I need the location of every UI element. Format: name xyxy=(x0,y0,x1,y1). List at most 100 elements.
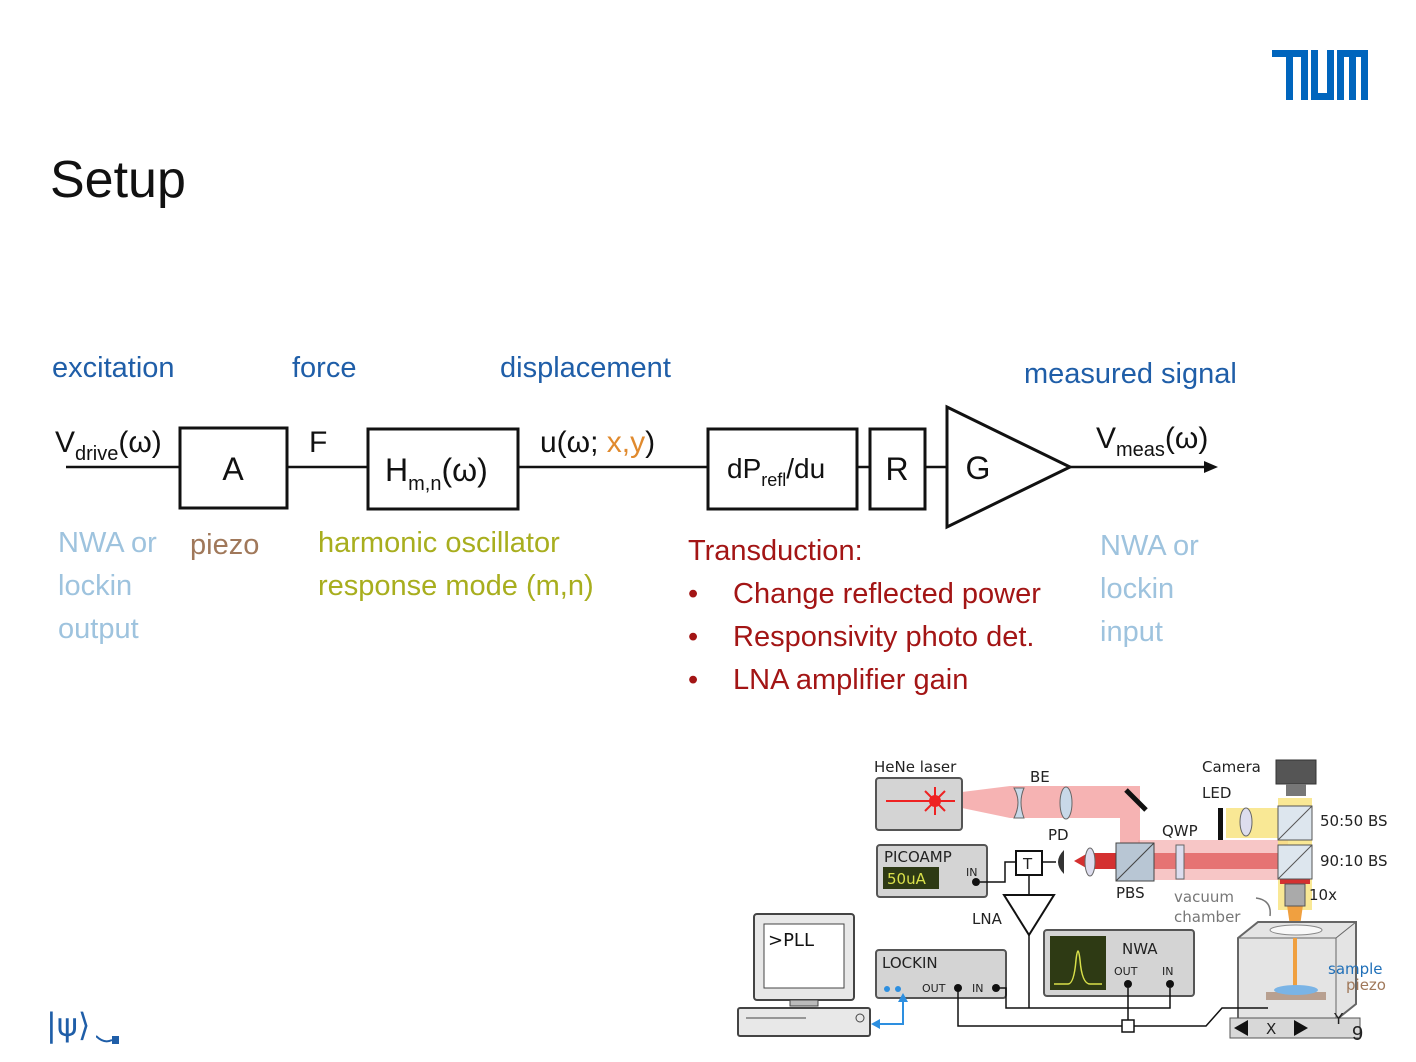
qwp-plate xyxy=(1175,844,1185,880)
picoamp-range: 50uA xyxy=(887,870,927,888)
be-lens-2 xyxy=(1059,786,1073,820)
nwa-in-port xyxy=(1166,980,1174,988)
bs-5050-diagonal xyxy=(1277,805,1313,841)
objective-label: 10x xyxy=(1309,886,1337,904)
label-force: force xyxy=(292,352,357,384)
laser-burst-center xyxy=(929,795,941,807)
nwa-label: NWA xyxy=(1122,940,1158,958)
camera-mount xyxy=(1286,784,1306,796)
tee-label: T xyxy=(1022,855,1033,873)
output-description-line: lockin xyxy=(1100,573,1175,605)
block-a-label: A xyxy=(222,451,244,487)
return-arrow xyxy=(1074,853,1088,869)
oscillator-description-line: harmonic oscillator xyxy=(318,527,560,559)
label-measured-signal: measured signal xyxy=(1024,358,1237,390)
nwa-out-port xyxy=(1124,980,1132,988)
laser-beam-wide xyxy=(962,786,1140,845)
vacuum-label-2: chamber xyxy=(1174,908,1241,926)
lockin-led-1 xyxy=(884,986,890,992)
piezo-description: piezo xyxy=(190,529,260,561)
laser-beam-pbs xyxy=(1138,840,1288,880)
bs-9010-label: 90:10 BS xyxy=(1320,852,1388,870)
transduction-item: •Change reflected power xyxy=(688,578,1041,610)
hene-label: HeNe laser xyxy=(874,758,957,776)
wire-junction xyxy=(1121,1019,1135,1033)
usb-arrow-left xyxy=(871,1019,880,1029)
mirror xyxy=(1124,788,1148,812)
qwp-label: QWP xyxy=(1162,822,1198,840)
input-description-line: output xyxy=(58,613,139,645)
led-label: LED xyxy=(1202,784,1231,802)
vacuum-label-1: vacuum xyxy=(1174,888,1234,906)
stage-arrow-right xyxy=(1294,1020,1308,1036)
tee-box xyxy=(1015,850,1043,876)
led-source xyxy=(1218,808,1223,840)
transduction-title: Transduction: xyxy=(688,535,863,567)
oscillator-description: harmonic oscillator response mode (m,n) xyxy=(318,522,594,608)
computer-screen-text: >PLL xyxy=(768,930,814,951)
usb-arrow-up xyxy=(898,993,908,1002)
force-symbol: F xyxy=(309,426,327,459)
monitor-screen xyxy=(763,923,845,989)
displacement-symbol: u(ω; x,y) xyxy=(540,426,655,459)
output-description: NWA or lockin input xyxy=(1100,525,1199,654)
block-h-box xyxy=(366,427,520,511)
lockin-in-label: IN xyxy=(972,982,983,995)
lockin-box xyxy=(875,949,1007,999)
picoamp-in-port xyxy=(972,878,980,886)
bs-9010-diagonal xyxy=(1277,844,1313,880)
label-excitation: excitation xyxy=(52,352,175,384)
pd-lens xyxy=(1084,847,1096,877)
transduction-item: •LNA amplifier gain xyxy=(688,664,969,696)
page-number: 9 xyxy=(1352,1023,1363,1045)
sample-disc xyxy=(1274,985,1318,995)
usb-link xyxy=(876,998,904,1025)
monitor-stand xyxy=(789,999,819,1007)
lna-label: LNA xyxy=(972,910,1003,928)
psi-logo: |ψ⟩ xyxy=(46,1006,91,1044)
stage-arrow-left xyxy=(1234,1020,1248,1036)
input-description-line: lockin xyxy=(58,570,133,602)
power-button xyxy=(855,1013,865,1023)
label-displacement: displacement xyxy=(500,352,671,384)
piezo-small-label: piezo xyxy=(1346,976,1386,994)
chamber-window xyxy=(1269,924,1323,936)
lockin-label: LOCKIN xyxy=(882,954,938,972)
amplifier-g-triangle xyxy=(945,404,1074,530)
block-g-label: G xyxy=(966,450,991,486)
chamber-edge-2 xyxy=(1335,921,1357,939)
transduction-item: •Responsivity photo det. xyxy=(688,621,1035,653)
picoamp-in-label: IN xyxy=(966,866,977,879)
pbs-label: PBS xyxy=(1116,884,1145,902)
stage-y-label: Y xyxy=(1333,1010,1344,1028)
be-label: BE xyxy=(1030,768,1050,786)
input-description-line: NWA or xyxy=(58,527,157,559)
slide-title: Setup xyxy=(50,151,186,209)
lna-triangle xyxy=(1002,894,1056,937)
resonance-peak-icon xyxy=(1054,950,1102,985)
input-signal-label: Vdrive(ω) xyxy=(55,426,162,465)
output-description-line: NWA or xyxy=(1100,530,1199,562)
picoamp-display xyxy=(883,867,939,889)
computer-base xyxy=(737,1007,871,1037)
transduction-list: Transduction: •Change reflected power •R… xyxy=(688,530,1041,702)
block-dp-label: dPrefl/du xyxy=(727,453,825,490)
pd-label: PD xyxy=(1048,826,1069,844)
camera-label: Camera xyxy=(1202,758,1261,776)
lockin-out-label: OUT xyxy=(922,982,946,995)
led-lens xyxy=(1239,807,1253,837)
lockin-led-2 xyxy=(895,986,901,992)
block-h-label: Hm,n(ω) xyxy=(385,452,488,495)
sample-label: sample xyxy=(1328,960,1383,978)
pbs-diagonal xyxy=(1115,842,1155,882)
computer-icon xyxy=(737,913,871,1037)
input-description: NWA or lockin output xyxy=(58,522,157,651)
bs-5050-label: 50:50 BS xyxy=(1320,812,1388,830)
photodiode xyxy=(1058,850,1064,874)
wire-in-bus xyxy=(996,987,1171,1009)
camera-body xyxy=(1275,759,1317,785)
block-r-label: R xyxy=(885,451,908,487)
be-lens-1 xyxy=(1013,787,1025,819)
block-dp-box xyxy=(706,427,859,511)
